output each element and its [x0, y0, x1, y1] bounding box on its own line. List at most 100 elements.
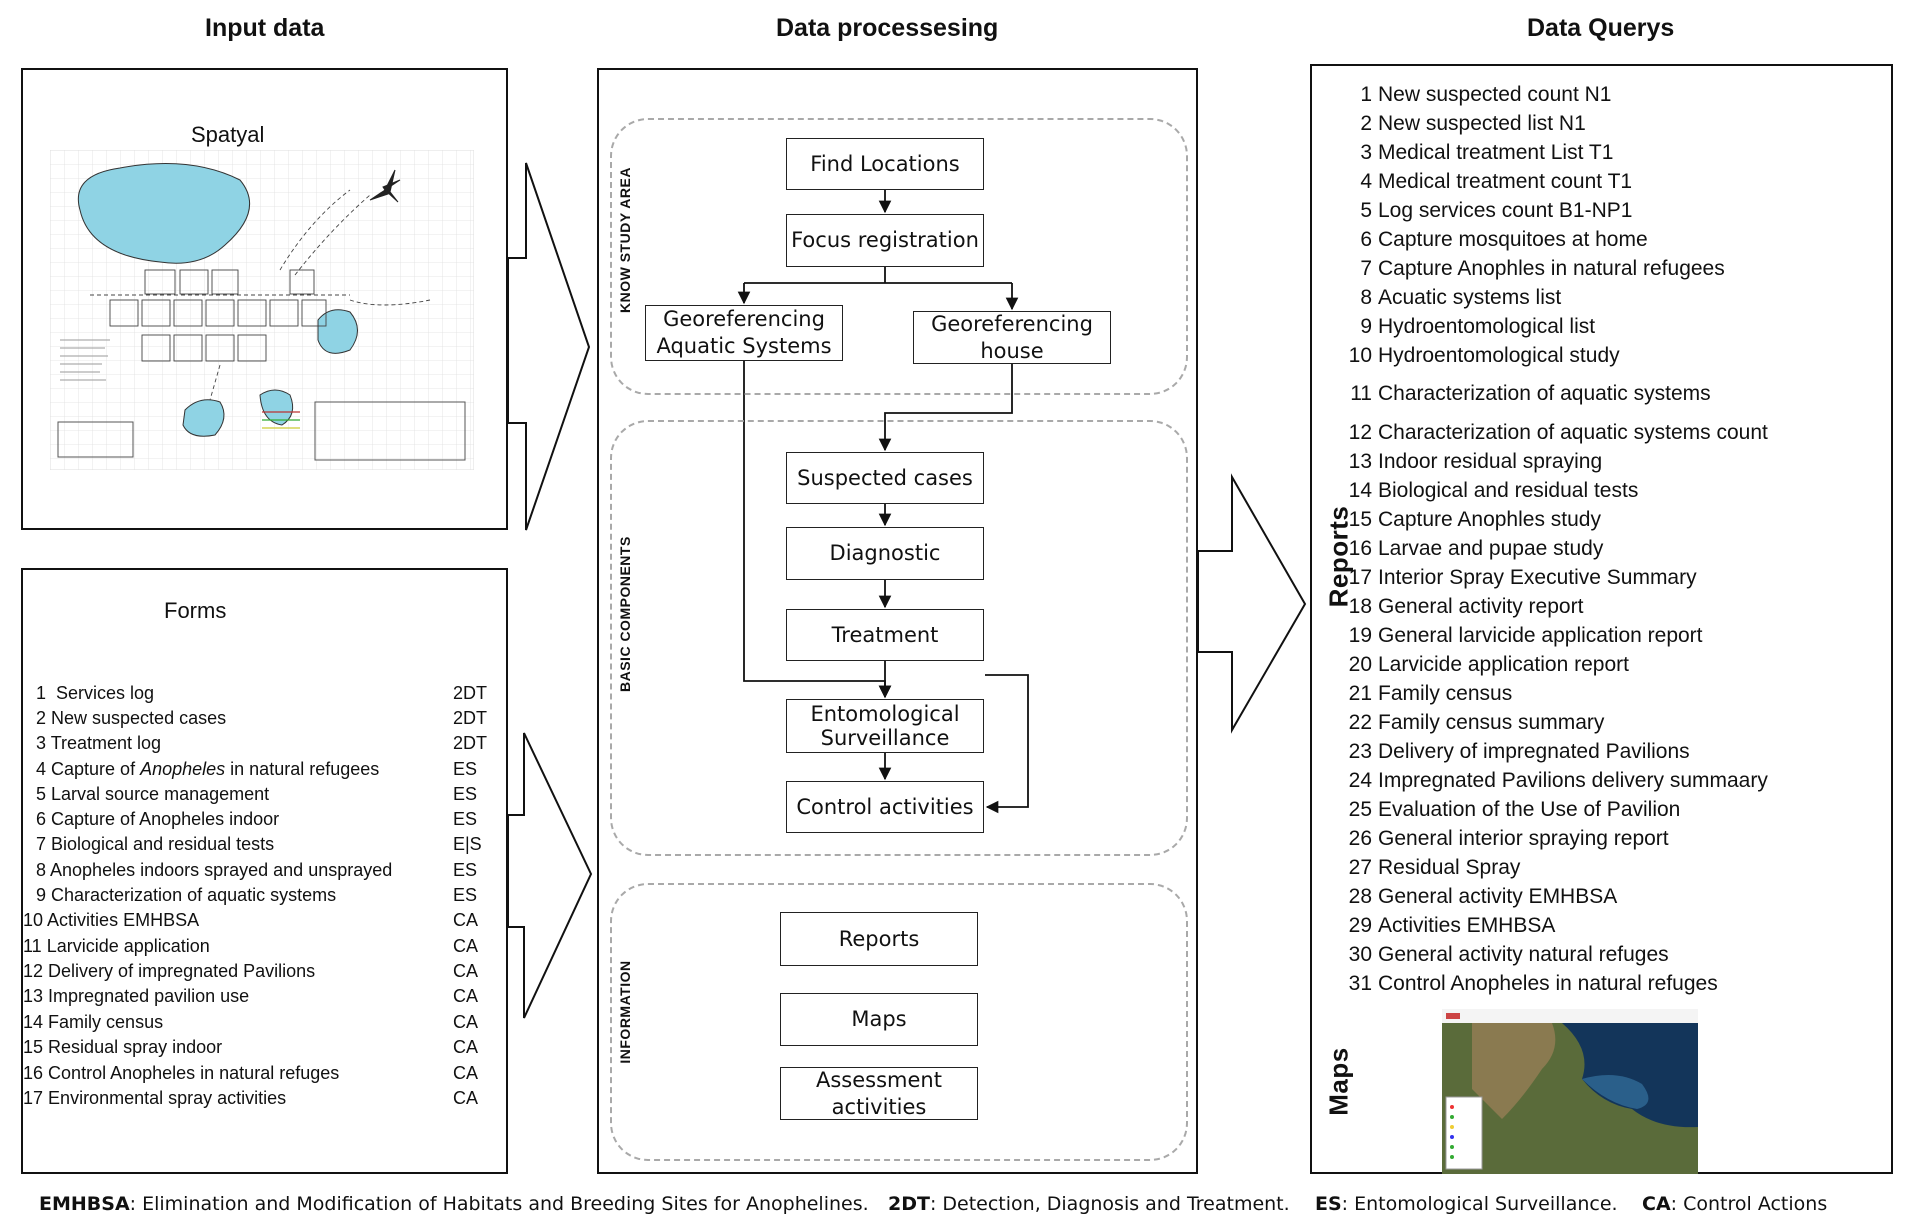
report-query-number: 16	[1348, 537, 1372, 560]
treatment-box: Treatment	[786, 609, 984, 661]
processing-to-queries-arrow	[1197, 473, 1307, 734]
report-query-number: 21	[1348, 682, 1372, 705]
form-item-code: CA	[453, 936, 479, 956]
form-item-code: ES	[453, 759, 478, 779]
form-item: 7 Biological and residual tests	[35, 834, 275, 854]
legend-2dt: 2DT: Detection, Diagnosis and Treatment.	[888, 1193, 1290, 1215]
form-item-code: CA	[453, 986, 479, 1006]
report-query-number: 1	[1360, 83, 1372, 106]
processing-panel	[597, 68, 1198, 1174]
report-query-number: 14	[1348, 479, 1372, 502]
report-query-label: Capture Anophles study	[1378, 508, 1601, 531]
spatial-to-processing-arrow	[507, 162, 591, 531]
treatment-to-control-line	[985, 674, 1029, 814]
form-item: 10 Activities EMHBSA	[23, 910, 200, 930]
report-query-label: Family census	[1378, 682, 1513, 705]
report-query-number: 23	[1348, 740, 1372, 763]
report-query-label: New suspected count N1	[1378, 83, 1612, 106]
suspected-cases-box: Suspected cases	[786, 452, 984, 504]
maps-section-label: Maps	[1323, 1047, 1354, 1116]
geo-house-to-suspected-line	[878, 364, 1013, 452]
report-query-label: Impregnated Pavilions delivery summaary	[1378, 769, 1768, 792]
report-query-number: 18	[1348, 595, 1372, 618]
form-item-code: 2DT	[453, 733, 488, 753]
forms-panel: Forms 1 Services log 2DT 2 New suspected…	[21, 568, 508, 1174]
form-item-code: CA	[453, 961, 479, 981]
report-query-number: 12	[1348, 421, 1372, 444]
report-query-number: 9	[1360, 315, 1372, 338]
report-query-number: 3	[1360, 141, 1372, 164]
report-query-number: 15	[1348, 508, 1372, 531]
report-query-number: 31	[1348, 972, 1372, 995]
data-queries-header: Data Querys	[1527, 14, 1675, 42]
report-query-number: 25	[1348, 798, 1372, 821]
form-item-code: ES	[453, 809, 478, 829]
form-item: 11 Larvicide application	[23, 936, 210, 956]
report-query-number: 13	[1348, 450, 1372, 473]
maps-box: Maps	[780, 993, 978, 1046]
diagnostic-box: Diagnostic	[786, 527, 984, 580]
georeferencing-aquatic-box: Georeferencing Aquatic Systems	[645, 305, 843, 361]
entomological-surveillance-box: Entomological Surveillance	[786, 699, 984, 753]
form-item-code: 2DT	[453, 708, 488, 728]
report-query-label: Evaluation of the Use of Pavilion	[1378, 798, 1681, 821]
know-study-area-group	[610, 118, 1188, 395]
report-query-label: General interior spraying report	[1378, 827, 1669, 850]
form-item: 14 Family census	[23, 1012, 164, 1032]
data-processing-header: Data processesing	[776, 14, 999, 42]
report-query-label: Activities EMHBSA	[1378, 914, 1556, 937]
form-item: 12 Delivery of impregnated Pavilions	[23, 961, 316, 981]
report-query-number: 11	[1350, 382, 1372, 405]
know-study-area-label: KNOW STUDY AREA	[617, 167, 633, 313]
report-query-label: Characterization of aquatic systems	[1378, 382, 1711, 405]
form-item: 17 Environmental spray activities	[23, 1088, 287, 1108]
report-query-number: 6	[1360, 228, 1372, 251]
input-data-header: Input data	[205, 14, 325, 42]
reports-box: Reports	[780, 912, 978, 966]
report-query-label: New suspected list N1	[1378, 112, 1586, 135]
report-query-label: Medical treatment count T1	[1378, 170, 1633, 193]
form-item-code: CA	[453, 1063, 479, 1083]
form-item: 3 Treatment log	[35, 733, 162, 753]
information-label: INFORMATION	[617, 960, 633, 1064]
report-query-label: Hydroentomological list	[1378, 315, 1596, 338]
legend-es: ES: Entomological Surveillance.	[1315, 1193, 1618, 1215]
form-item-code: E|S	[453, 834, 482, 854]
control-activities-box: Control activities	[786, 781, 984, 833]
report-query-label: Acuatic systems list	[1378, 286, 1562, 309]
form-item: 6 Capture of Anopheles indoor	[35, 809, 280, 829]
assessment-activities-box: Assessment activities	[780, 1067, 978, 1120]
report-query-number: 22	[1348, 711, 1372, 734]
report-query-number: 29	[1348, 914, 1372, 937]
form-item: 1 Services log	[35, 683, 155, 703]
basic-components-label: BASIC COMPONENTS	[617, 536, 633, 692]
form-item-code: ES	[453, 784, 478, 804]
form-item-code: ES	[453, 860, 478, 880]
report-query-number: 10	[1348, 344, 1372, 367]
report-query-number: 28	[1348, 885, 1372, 908]
report-query-label: Larvae and pupae study	[1378, 537, 1604, 560]
report-query-number: 8	[1360, 286, 1372, 309]
form-item-code: CA	[453, 1037, 479, 1057]
report-query-number: 30	[1348, 943, 1372, 966]
report-query-label: Larvicide application report	[1378, 653, 1629, 676]
form-item: 16 Control Anopheles in natural refuges	[23, 1063, 340, 1083]
report-query-label: Hydroentomological study	[1378, 344, 1620, 367]
report-query-label: Biological and residual tests	[1378, 479, 1639, 502]
legend-emhbsa: EMHBSA: Elimination and Modification of …	[39, 1193, 869, 1215]
find-locations-box: Find Locations	[786, 138, 984, 190]
report-query-number: 5	[1360, 199, 1372, 222]
form-item: 13 Impregnated pavilion use	[23, 986, 250, 1006]
legend-ca: CA: Control Actions	[1642, 1193, 1828, 1215]
basic-components-group	[610, 420, 1188, 856]
report-query-label: Capture Anophles in natural refugees	[1378, 257, 1725, 280]
report-query-label: Log services count B1-NP1	[1378, 199, 1633, 222]
information-group	[610, 883, 1188, 1161]
forms-to-processing-arrow	[507, 732, 593, 1019]
form-item-code: ES	[453, 885, 478, 905]
report-query-label: General activity report	[1378, 595, 1584, 618]
report-query-label: Delivery of impregnated Pavilions	[1378, 740, 1690, 763]
form-item-code: CA	[453, 910, 479, 930]
